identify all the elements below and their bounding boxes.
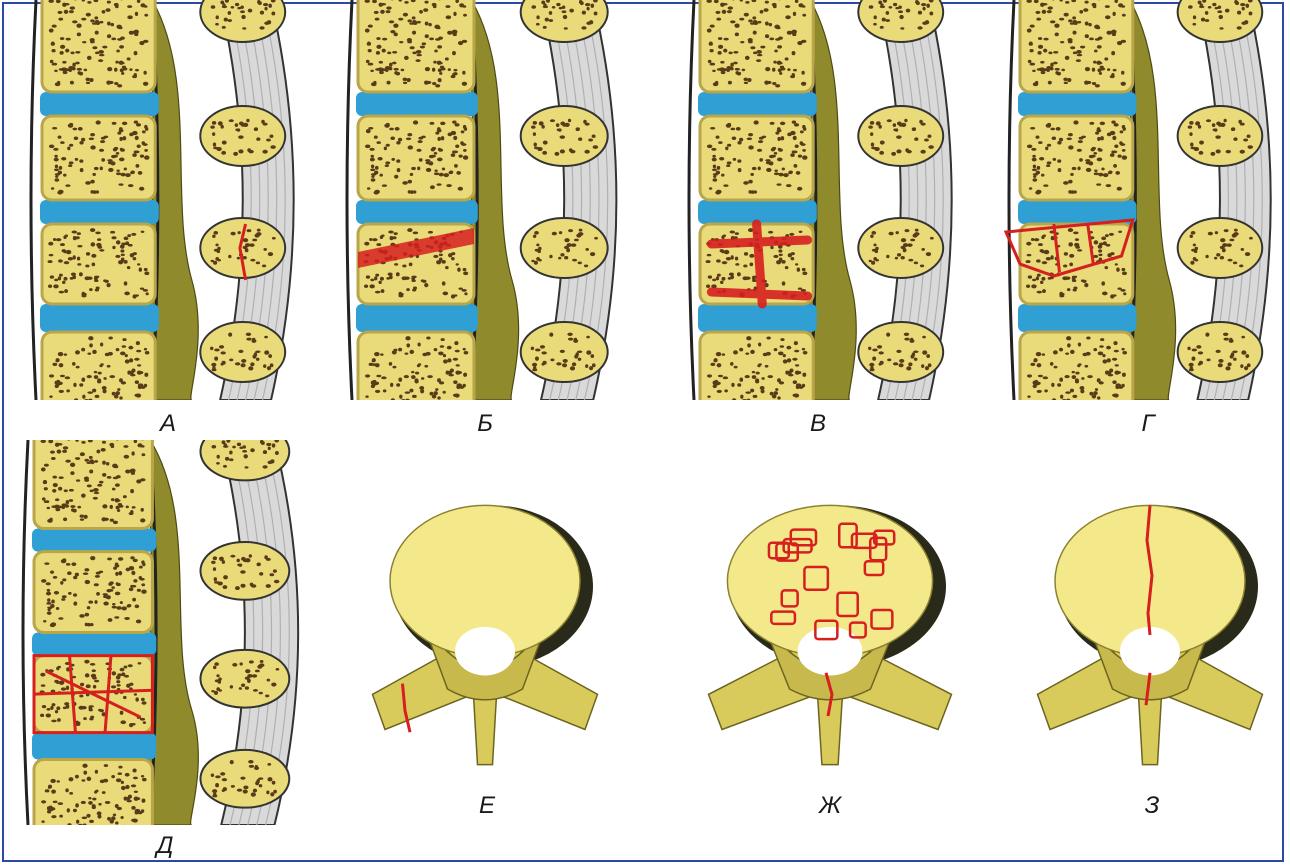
anterior-ligament xyxy=(31,0,36,400)
sagittal-spine-illustration-a xyxy=(22,0,305,400)
intervertebral-disc xyxy=(356,200,478,224)
intervertebral-disc xyxy=(32,529,156,552)
panel-e-label: Е xyxy=(457,792,517,820)
panel-g xyxy=(1000,0,1282,400)
vertebral-body xyxy=(358,116,474,200)
sagittal-spine-illustration-d xyxy=(14,440,310,825)
panel-zh xyxy=(695,500,965,770)
anterior-ligament xyxy=(1009,0,1014,400)
panel-b xyxy=(338,0,628,400)
spinous-process xyxy=(200,650,289,708)
axial-vertebra-illustration-zh xyxy=(695,500,965,770)
axial-vertebra-illustration-e xyxy=(360,500,610,770)
panel-e xyxy=(360,500,610,770)
spinal-canal xyxy=(455,627,515,676)
vertebral-body xyxy=(1020,116,1133,200)
panel-b-label: Б xyxy=(455,410,515,438)
spinous-process xyxy=(521,218,608,278)
panel-g-label: Г xyxy=(1118,410,1178,438)
panel-d-label: Д xyxy=(135,832,195,860)
vertebral-body xyxy=(42,116,155,200)
intervertebral-disc xyxy=(1018,304,1136,332)
panel-v xyxy=(680,0,963,400)
anterior-ligament xyxy=(23,440,28,825)
intervertebral-disc xyxy=(32,633,156,656)
intervertebral-disc xyxy=(698,304,817,332)
panel-zh-label: Ж xyxy=(800,792,860,820)
anterior-ligament xyxy=(689,0,694,400)
intervertebral-disc xyxy=(1018,92,1136,116)
anterior-ligament xyxy=(347,0,352,400)
vertebral-body xyxy=(34,552,152,633)
intervertebral-disc xyxy=(40,200,159,224)
intervertebral-disc xyxy=(32,733,156,760)
sagittal-spine-illustration-g xyxy=(1000,0,1282,400)
intervertebral-disc xyxy=(356,92,478,116)
intervertebral-disc xyxy=(40,304,159,332)
panel-v-label: В xyxy=(788,410,848,438)
spinal-canal xyxy=(798,627,863,676)
sagittal-spine-illustration-b xyxy=(338,0,628,400)
intervertebral-disc xyxy=(40,92,159,116)
sagittal-spine-illustration-v xyxy=(680,0,963,400)
panel-d xyxy=(14,440,310,825)
axial-vertebra-illustration-z xyxy=(1025,500,1275,770)
intervertebral-disc xyxy=(356,304,478,332)
vertebral-body xyxy=(700,116,813,200)
panel-a xyxy=(22,0,305,400)
panel-a-label: А xyxy=(138,410,198,438)
panel-z-label: З xyxy=(1122,792,1182,820)
panel-z xyxy=(1025,500,1275,770)
intervertebral-disc xyxy=(698,92,817,116)
